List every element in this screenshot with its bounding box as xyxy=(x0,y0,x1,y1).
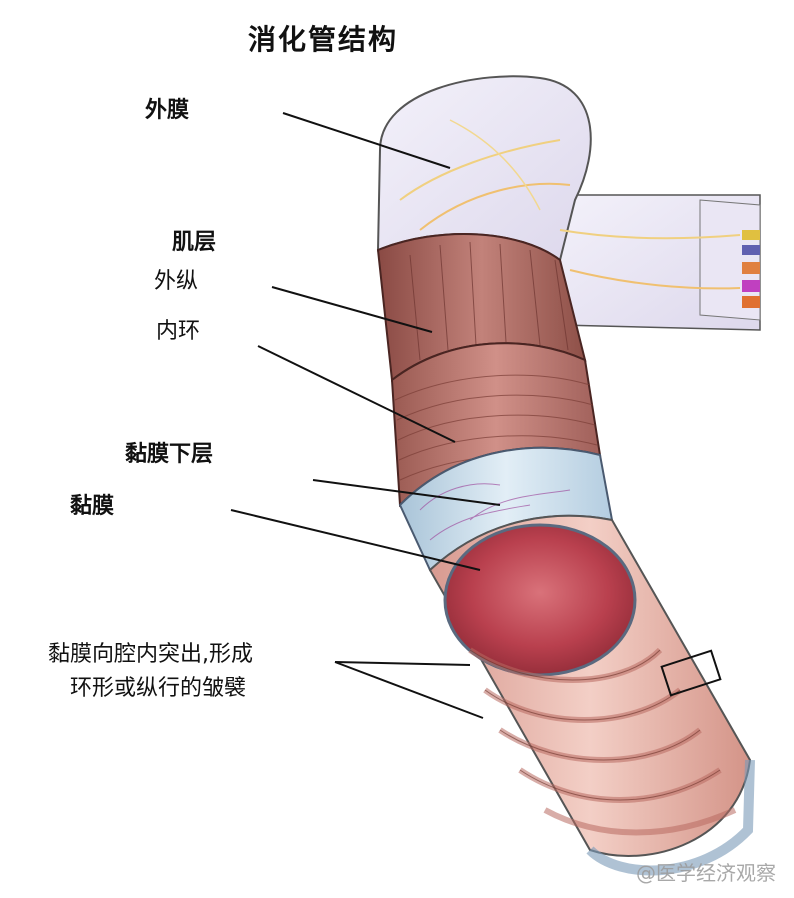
leader-outer-longitudinal xyxy=(271,286,433,333)
label-submucosa: 黏膜下层 xyxy=(125,442,214,467)
page-title: 消化管结构 xyxy=(248,23,399,56)
label-outer-longitudinal: 外纵 xyxy=(154,269,199,294)
label-mucosa: 黏膜 xyxy=(70,494,115,519)
label-muscularis: 肌层 xyxy=(172,230,217,255)
label-folds: 黏膜向腔内突出,形成 环形或纵行的皱襞 xyxy=(48,638,253,706)
mucosa-tube xyxy=(428,514,755,876)
leader-inner-circular xyxy=(257,345,456,443)
leader-lines xyxy=(230,112,501,719)
leader-serosa xyxy=(282,112,451,169)
watermark: @医学经济观察 xyxy=(636,861,776,885)
leader-mucosa xyxy=(230,509,481,571)
label-folds-line2: 环形或纵行的皱襞 xyxy=(70,676,247,701)
leader-folds-b xyxy=(334,661,484,719)
label-folds-line1: 黏膜向腔内突出,形成 xyxy=(48,642,253,667)
label-inner-circular: 内环 xyxy=(156,319,201,344)
leader-submucosa xyxy=(312,479,501,506)
label-serosa: 外膜 xyxy=(145,98,190,123)
detail-box xyxy=(660,649,722,697)
mesentery xyxy=(559,194,761,331)
serosa-layer xyxy=(376,75,741,290)
leader-folds-a xyxy=(334,661,471,666)
